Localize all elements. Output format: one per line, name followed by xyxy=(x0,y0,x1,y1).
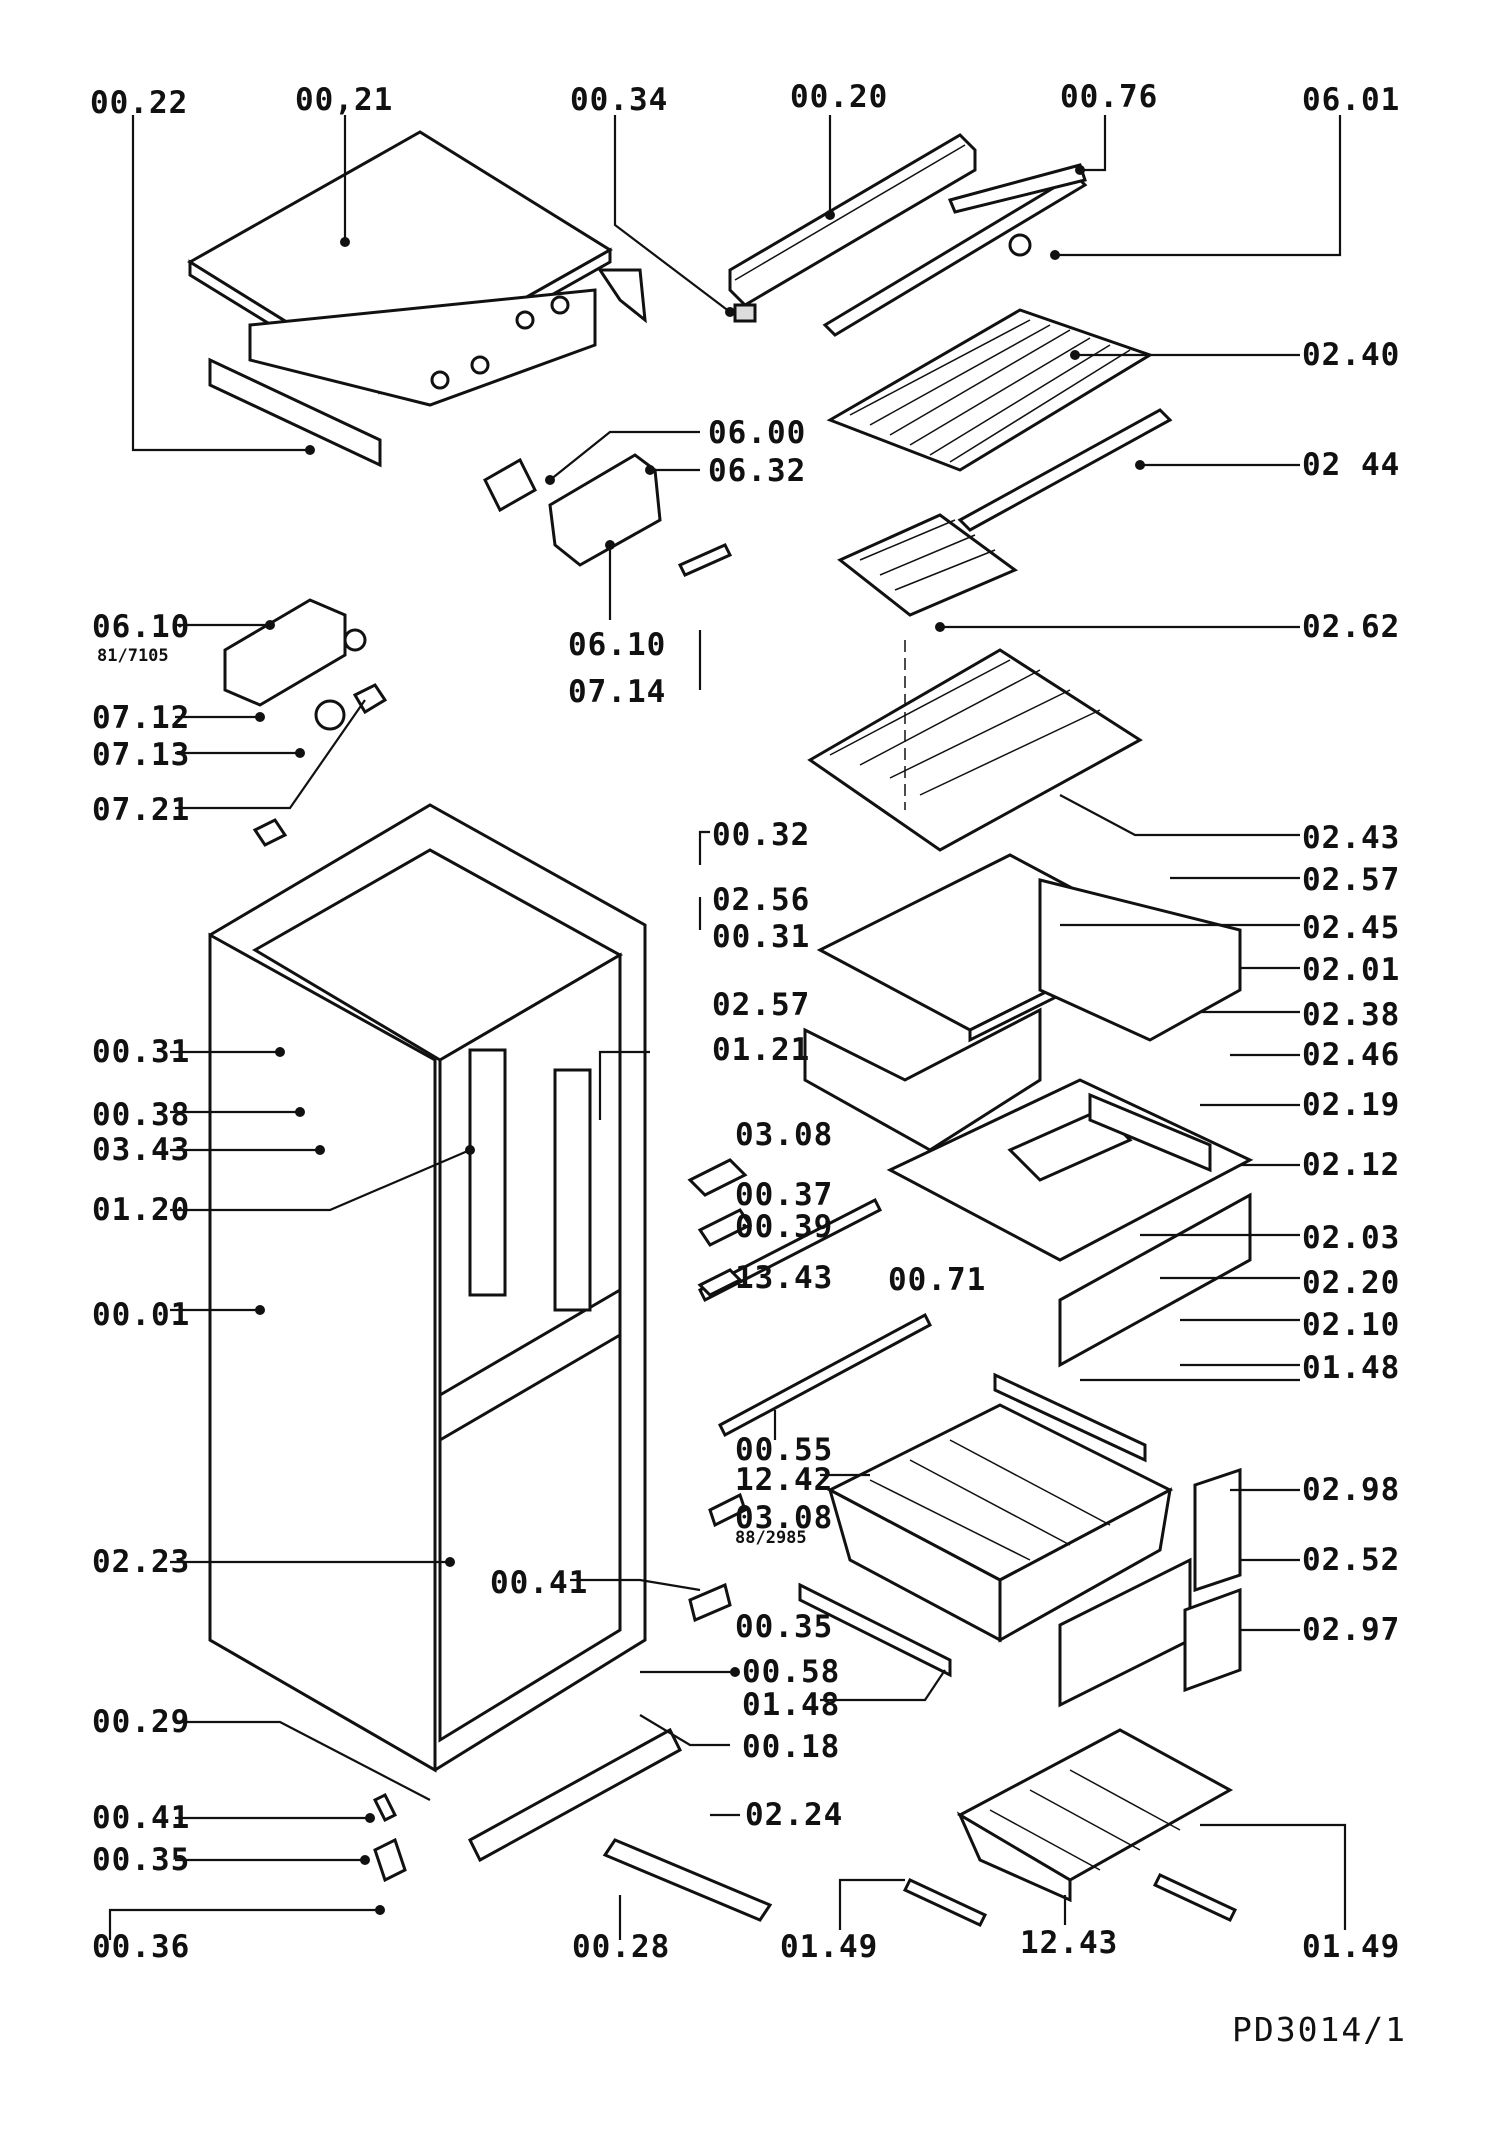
callout-00-38: 00.38 xyxy=(92,1097,191,1133)
basket-part xyxy=(697,1197,1242,1927)
drawing-reference-number: PD3014/1 xyxy=(1232,2010,1407,2049)
callout-02-03: 02.03 xyxy=(1302,1220,1401,1256)
callout-02-10: 02.10 xyxy=(1302,1307,1401,1343)
callout-00-37: 00.37 xyxy=(735,1177,834,1213)
callout-00-58: 00.58 xyxy=(742,1654,841,1690)
callout-02-98: 02.98 xyxy=(1302,1472,1401,1508)
front-panel-part xyxy=(728,133,1088,337)
callout-00-35-mid: 00.35 xyxy=(735,1609,834,1645)
callout-07-14: 07.14 xyxy=(568,674,667,710)
subnote-88-2985: 88/2985 xyxy=(735,1528,807,1548)
callout-00-32: 00.32 xyxy=(712,817,811,853)
cabinet-body-part xyxy=(208,803,647,1773)
callout-02-52: 02.52 xyxy=(1302,1542,1401,1578)
callout-07-13: 07.13 xyxy=(92,737,191,773)
callout-13-43: 13.43 xyxy=(735,1260,834,1296)
callout-00-71: 00.71 xyxy=(888,1262,987,1298)
callout-02-01: 02.01 xyxy=(1302,952,1401,988)
callout-02-23: 02.23 xyxy=(92,1544,191,1580)
callout-00-76: 00.76 xyxy=(1060,79,1159,115)
callout-00-34: 00.34 xyxy=(570,82,669,118)
callout-02-43: 02.43 xyxy=(1302,820,1401,856)
callout-12-43: 12.43 xyxy=(1020,1925,1119,1961)
callout-02-57-left: 02.57 xyxy=(712,987,811,1023)
callout-02-97: 02.97 xyxy=(1302,1612,1401,1648)
callout-00-31-left: 00.31 xyxy=(92,1034,191,1070)
callout-00-22: 00.22 xyxy=(90,85,189,121)
callout-06-01: 06.01 xyxy=(1302,82,1401,118)
callout-01-21: 01.21 xyxy=(712,1032,811,1068)
callout-06-10-left: 06.10 xyxy=(92,609,191,645)
leader-lines xyxy=(108,115,1347,1940)
callout-00-36: 00.36 xyxy=(92,1929,191,1965)
callout-06-32: 06.32 xyxy=(708,453,807,489)
callout-06-10-mid: 06.10 xyxy=(568,627,667,663)
leader-dots xyxy=(255,165,1145,1915)
control-box-part xyxy=(223,453,773,1922)
callout-01-49-mid: 01.49 xyxy=(780,1929,879,1965)
callout-02-20: 02.20 xyxy=(1302,1265,1401,1301)
callout-01-48-bottom: 01.48 xyxy=(742,1687,841,1723)
callout-02-46: 02.46 xyxy=(1302,1037,1401,1073)
callout-07-21: 07.21 xyxy=(92,792,191,828)
top-cover-part xyxy=(187,130,647,468)
callout-02-40: 02.40 xyxy=(1302,337,1401,373)
callout-00-18: 00.18 xyxy=(742,1729,841,1765)
callout-07-12: 07.12 xyxy=(92,700,191,736)
callout-00-31-mid: 00.31 xyxy=(712,919,811,955)
callout-01-49-right: 01.49 xyxy=(1302,1929,1401,1965)
callout-01-20: 01.20 xyxy=(92,1192,191,1228)
callout-02-45: 02.45 xyxy=(1302,910,1401,946)
callout-03-43: 03.43 xyxy=(92,1132,191,1168)
callout-00-35-left: 00.35 xyxy=(92,1842,191,1878)
callout-03-08-top: 03.08 xyxy=(735,1117,834,1153)
callout-01-48-right: 01.48 xyxy=(1302,1350,1401,1386)
callout-02-19: 02.19 xyxy=(1302,1087,1401,1123)
callout-00-20: 00.20 xyxy=(790,79,889,115)
callout-02-62: 02.62 xyxy=(1302,609,1401,645)
wire-shelf-part xyxy=(807,308,1173,852)
callout-00-41-mid: 00.41 xyxy=(490,1565,589,1601)
callout-00-41-left: 00.41 xyxy=(92,1800,191,1836)
callout-12-42: 12.42 xyxy=(735,1462,834,1498)
callout-02-24: 02.24 xyxy=(745,1797,844,1833)
callout-00-21: 00,21 xyxy=(295,82,394,118)
callout-06-00: 06.00 xyxy=(708,415,807,451)
callout-00-01: 00.01 xyxy=(92,1297,191,1333)
callout-02-44: 02 44 xyxy=(1302,447,1401,483)
callout-00-29: 00.29 xyxy=(92,1704,191,1740)
callout-02-57-right: 02.57 xyxy=(1302,862,1401,898)
subnote-81-7105: 81/7105 xyxy=(97,646,169,666)
callout-02-38: 02.38 xyxy=(1302,997,1401,1033)
callout-00-55: 00.55 xyxy=(735,1432,834,1468)
callout-00-28: 00.28 xyxy=(572,1929,671,1965)
callout-03-08-bottom: 03.08 xyxy=(735,1500,834,1536)
callout-02-56: 02.56 xyxy=(712,882,811,918)
callout-02-12: 02.12 xyxy=(1302,1147,1401,1183)
callout-00-39: 00.39 xyxy=(735,1209,834,1245)
glass-shelf-part xyxy=(803,853,1254,1368)
